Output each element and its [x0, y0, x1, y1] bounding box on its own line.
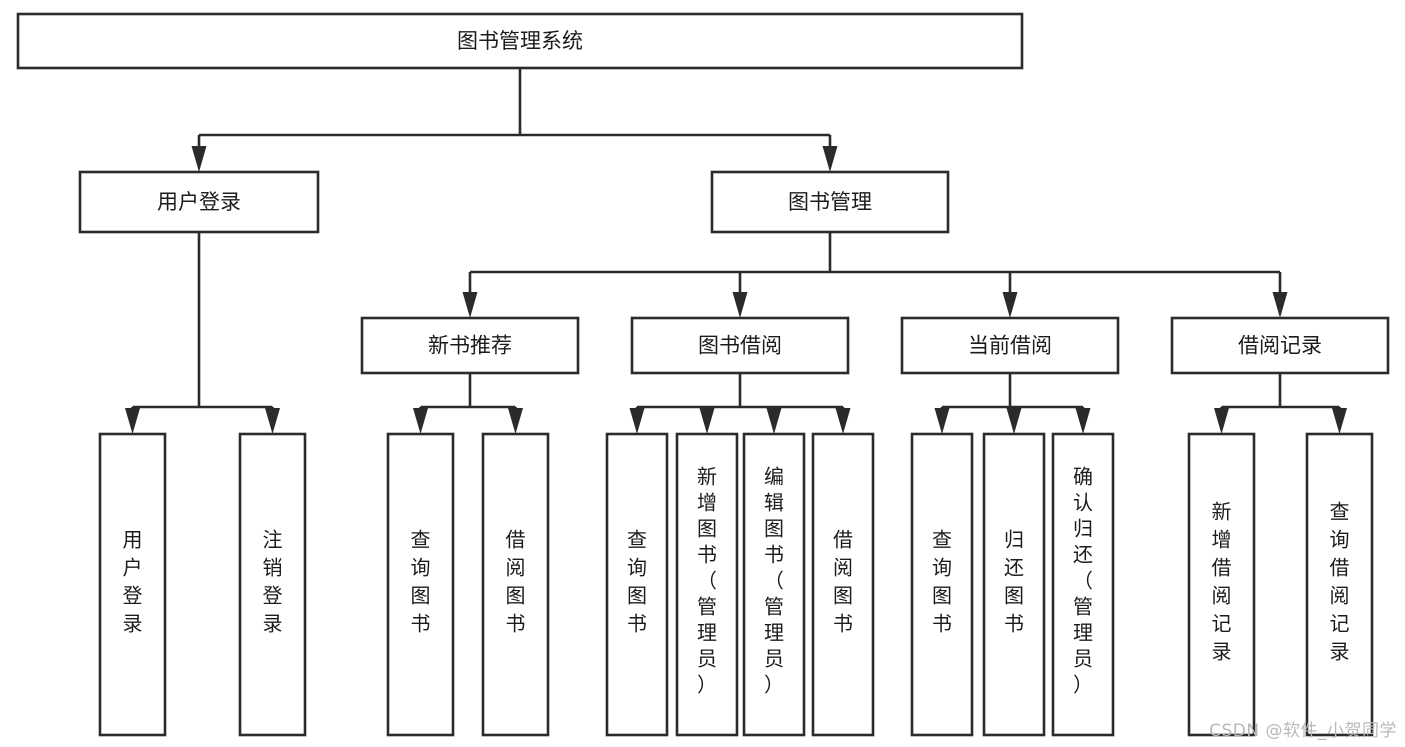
node-label: 借阅记录: [1238, 334, 1322, 358]
connector-group-n-borrow: [629, 373, 851, 434]
node-box[interactable]: [386, 432, 455, 737]
node-图书管理系统[interactable]: 图书管理系统: [16, 12, 1024, 70]
node-box[interactable]: [360, 316, 580, 375]
arrow-head-icon: [629, 408, 645, 434]
node-box[interactable]: [238, 432, 307, 737]
node-确认归还管理员[interactable]: 确认归还（管理员）: [1051, 432, 1115, 737]
node-box[interactable]: [16, 12, 1024, 70]
node-box[interactable]: [742, 432, 806, 737]
node-label: 用户登录: [157, 190, 241, 214]
arrow-head-icon: [413, 408, 428, 434]
arrow-head-icon: [1332, 408, 1347, 434]
arrow-head-icon: [766, 408, 782, 434]
node-用户登录[interactable]: 用户登录: [78, 170, 320, 234]
connector-group-root: [191, 68, 838, 172]
node-label: 图书管理系统: [457, 29, 583, 53]
node-label: 编辑图书（管理员）: [764, 465, 784, 697]
node-图书借阅[interactable]: 图书借阅: [630, 316, 850, 375]
arrow-head-icon: [1214, 408, 1229, 434]
node-图书管理[interactable]: 图书管理: [710, 170, 950, 234]
node-用户登录[interactable]: 用户登录: [98, 432, 167, 737]
node-box[interactable]: [910, 432, 974, 737]
node-box[interactable]: [78, 170, 320, 234]
node-归还图书[interactable]: 归还图书: [982, 432, 1046, 737]
connector-layer: [125, 68, 1347, 434]
node-box[interactable]: [675, 432, 739, 737]
node-查询图书[interactable]: 查询图书: [386, 432, 455, 737]
node-新增图书管理员[interactable]: 新增图书（管理员）: [675, 432, 739, 737]
node-label: 借阅图书: [506, 527, 526, 635]
arrow-head-icon: [1002, 292, 1018, 318]
node-label: 新书推荐: [428, 334, 512, 358]
node-label: 查询图书: [932, 527, 952, 635]
node-box[interactable]: [98, 432, 167, 737]
arrow-head-icon: [462, 292, 478, 318]
node-label: 注销登录: [263, 527, 283, 635]
node-box[interactable]: [630, 316, 850, 375]
arrow-head-icon: [125, 408, 140, 434]
node-label: 图书借阅: [698, 334, 782, 358]
node-借阅图书[interactable]: 借阅图书: [481, 432, 550, 737]
connector-group-n-newrec: [413, 373, 523, 434]
arrow-head-icon: [732, 292, 748, 318]
arrow-head-icon: [822, 146, 838, 172]
node-box[interactable]: [982, 432, 1046, 737]
node-label: 用户登录: [123, 527, 143, 635]
arrow-head-icon: [1006, 408, 1022, 434]
node-label: 确认归还（管理员）: [1073, 465, 1093, 697]
arrow-head-icon: [1272, 292, 1288, 318]
arrow-head-icon: [835, 408, 851, 434]
node-layer: 图书管理系统用户登录图书管理新书推荐图书借阅当前借阅借阅记录用户登录注销登录查询…: [16, 12, 1390, 737]
arrow-head-icon: [934, 408, 950, 434]
node-box[interactable]: [1187, 432, 1256, 737]
node-box[interactable]: [1305, 432, 1374, 737]
arrow-head-icon: [699, 408, 715, 434]
node-label: 图书管理: [788, 190, 872, 214]
node-box[interactable]: [605, 432, 669, 737]
arrow-head-icon: [191, 146, 207, 172]
node-box[interactable]: [811, 432, 875, 737]
connector-group-n-bookmgr: [462, 232, 1288, 318]
node-label: 归还图书: [1004, 527, 1024, 635]
node-新书推荐[interactable]: 新书推荐: [360, 316, 580, 375]
node-box[interactable]: [481, 432, 550, 737]
node-box[interactable]: [710, 170, 950, 234]
arrow-head-icon: [1075, 408, 1091, 434]
node-借阅图书[interactable]: 借阅图书: [811, 432, 875, 737]
arrow-head-icon: [265, 408, 280, 434]
node-查询图书[interactable]: 查询图书: [910, 432, 974, 737]
node-box[interactable]: [1051, 432, 1115, 737]
node-label: 新增借阅记录: [1212, 499, 1232, 663]
node-label: 借阅图书: [833, 527, 853, 635]
node-当前借阅[interactable]: 当前借阅: [900, 316, 1120, 375]
node-label: 查询借阅记录: [1330, 499, 1350, 663]
node-编辑图书管理员[interactable]: 编辑图书（管理员）: [742, 432, 806, 737]
connector-group-n-login: [125, 232, 280, 434]
node-label: 新增图书（管理员）: [697, 465, 717, 697]
connector-group-n-history: [1214, 373, 1347, 434]
node-label: 查询图书: [411, 527, 431, 635]
node-借阅记录[interactable]: 借阅记录: [1170, 316, 1390, 375]
node-查询图书[interactable]: 查询图书: [605, 432, 669, 737]
node-label: 当前借阅: [968, 334, 1052, 358]
node-查询借阅记录[interactable]: 查询借阅记录: [1305, 432, 1374, 737]
arrow-head-icon: [508, 408, 523, 434]
node-注销登录[interactable]: 注销登录: [238, 432, 307, 737]
connector-group-n-current: [934, 373, 1091, 434]
node-box[interactable]: [1170, 316, 1390, 375]
node-box[interactable]: [900, 316, 1120, 375]
node-新增借阅记录[interactable]: 新增借阅记录: [1187, 432, 1256, 737]
node-label: 查询图书: [627, 527, 647, 635]
